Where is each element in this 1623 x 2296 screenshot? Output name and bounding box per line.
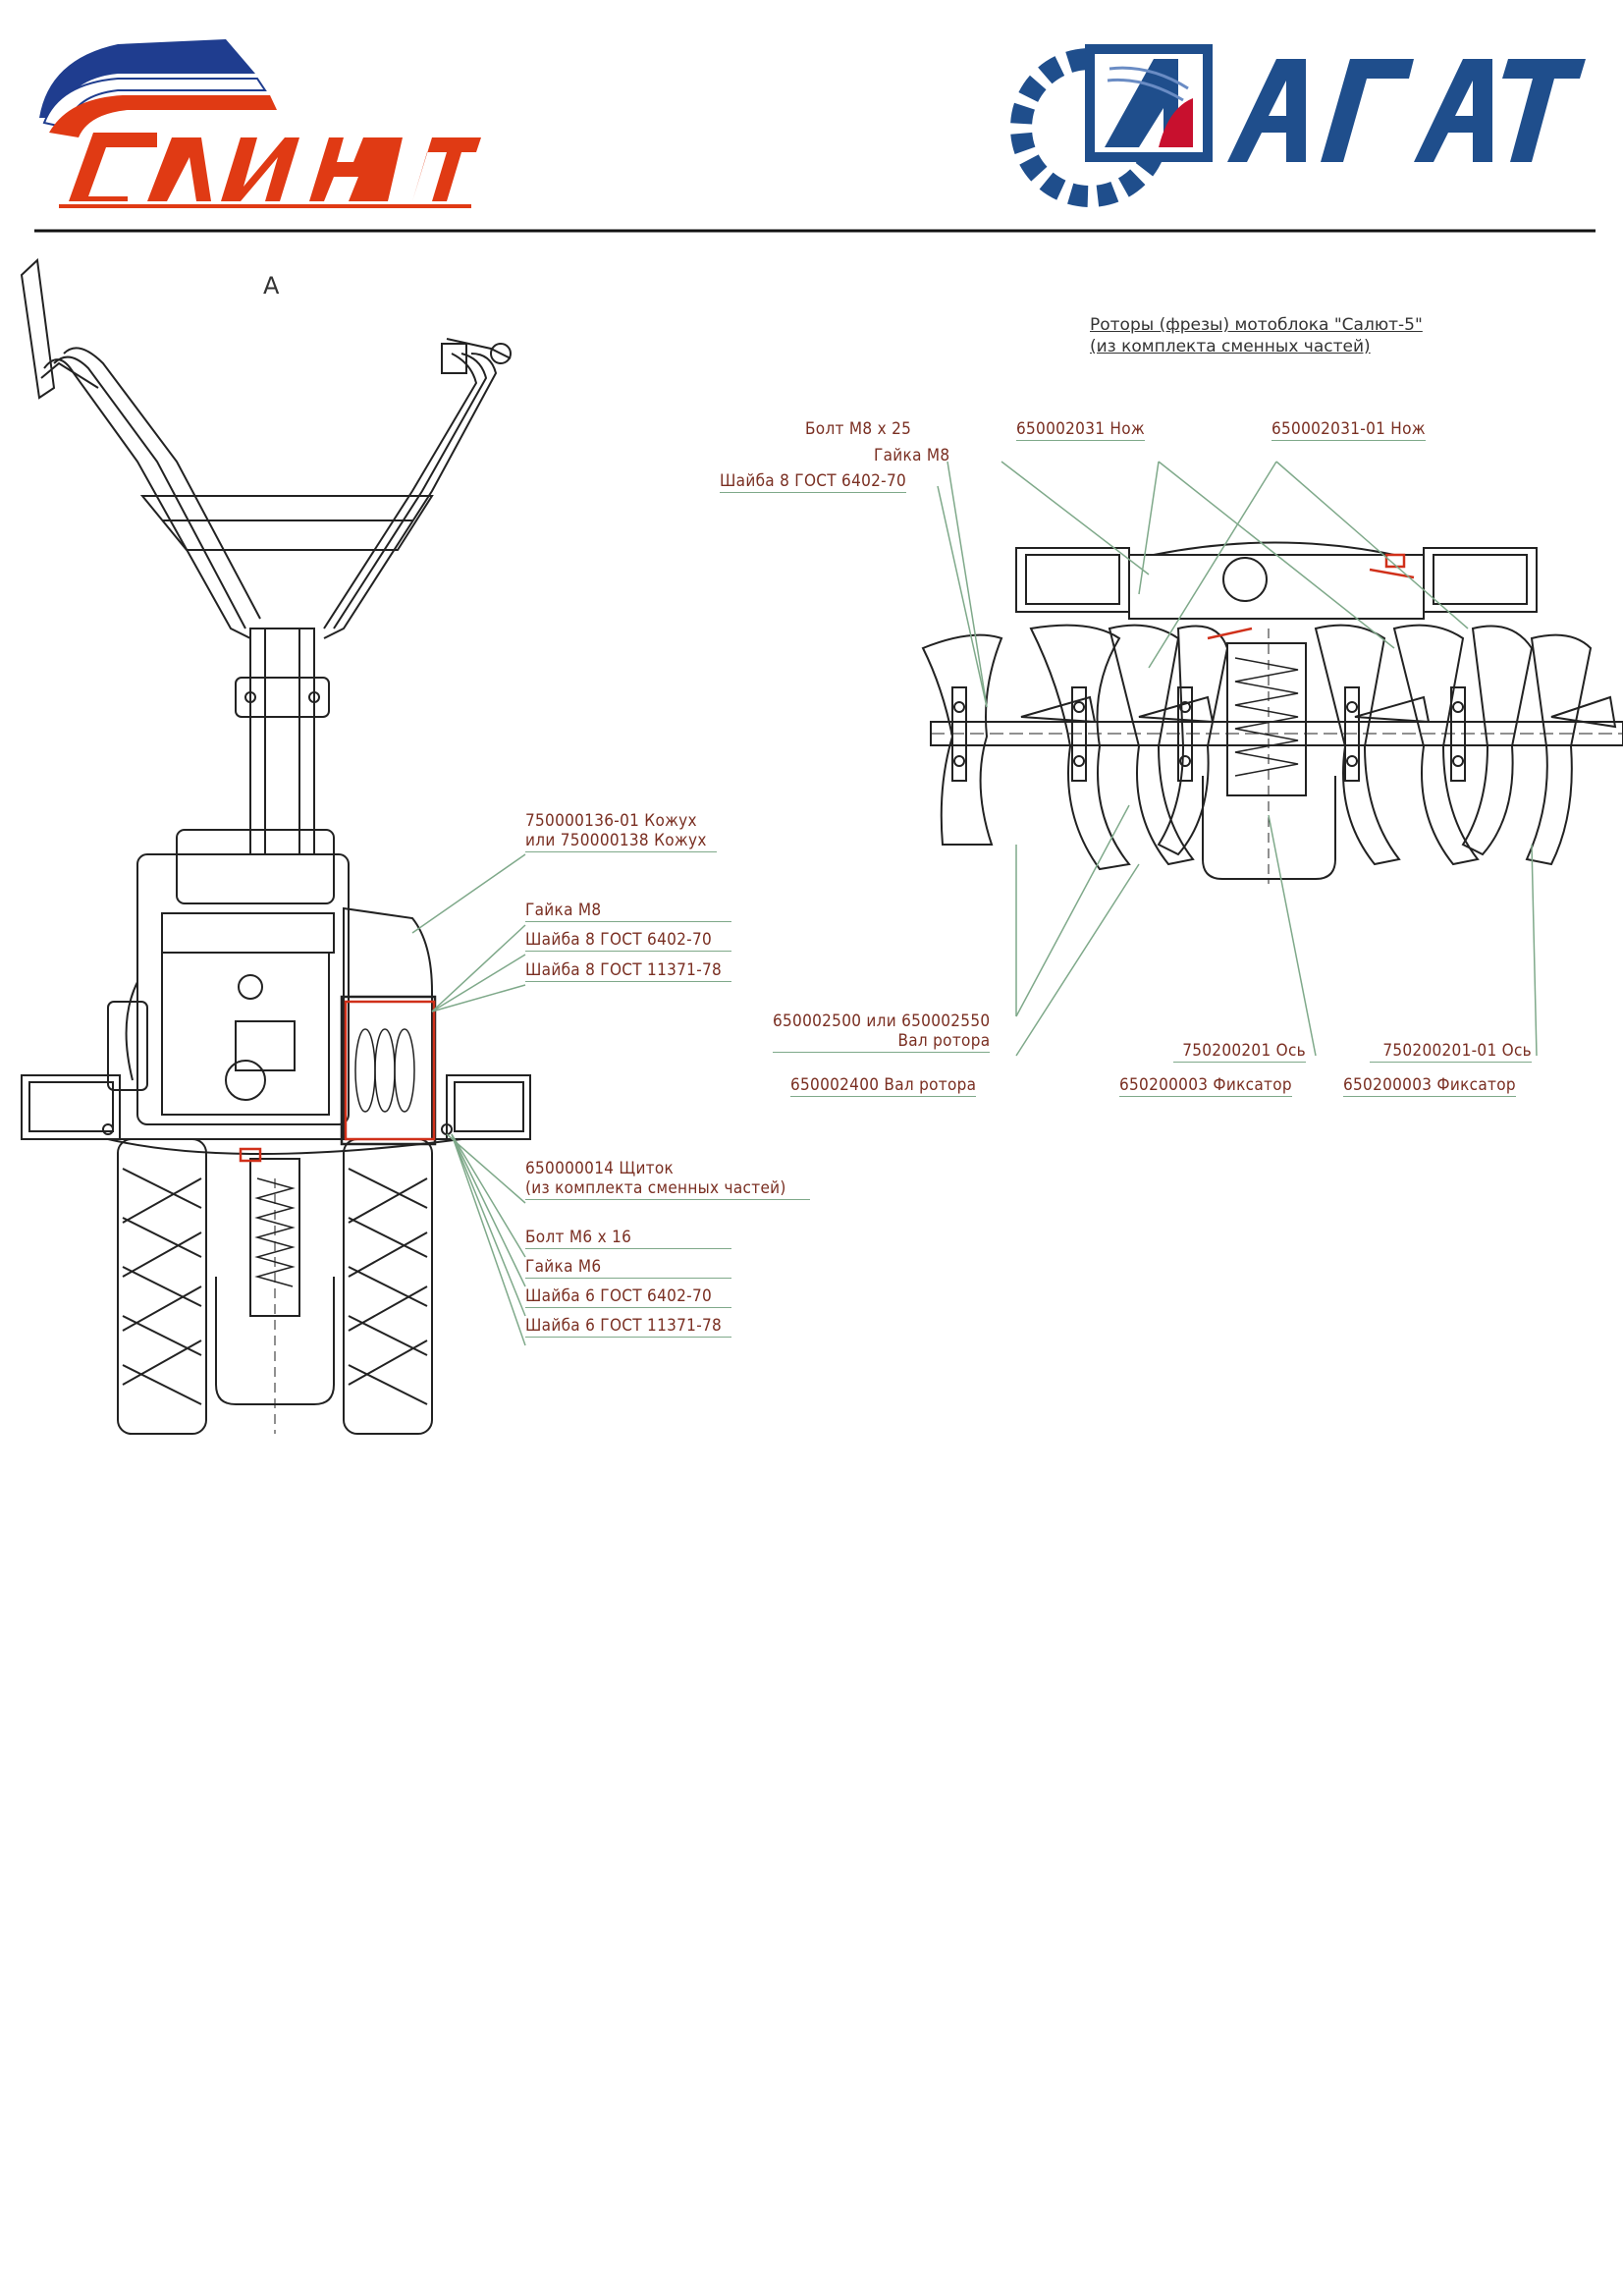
callout-kozhukh-line2: или 750000138 Кожух xyxy=(525,831,717,852)
highlight-shield xyxy=(239,1000,436,1163)
callout-shayba8-right: Шайба 8 ГОСТ 6402-70 xyxy=(720,471,907,493)
callout-kozhukh-line1: 750000136-01 Кожух xyxy=(525,811,697,831)
rotor-assembly xyxy=(921,541,1623,884)
left-leader-lines xyxy=(411,853,526,1346)
motoblock-front-view xyxy=(20,257,531,1435)
rotor-caption-line1: Роторы (фрезы) мотоблока "Салют-5" xyxy=(1090,315,1423,335)
callout-gaika-m8-right: Гайка М8 xyxy=(874,446,950,465)
callout-shayba8-6402-left: Шайба 8 ГОСТ 6402-70 xyxy=(525,930,731,952)
callout-os-1: 750200201 Ось xyxy=(1173,1041,1306,1063)
right-leader-lines xyxy=(937,461,1538,1057)
callout-nozh-2: 650002031-01 Нож xyxy=(1271,419,1426,441)
callout-shchitok-line2: (из комплекта сменных частей) xyxy=(525,1178,810,1200)
callout-fiksator-1: 650200003 Фиксатор xyxy=(1119,1075,1292,1097)
callout-shchitok-line1: 650000014 Щиток xyxy=(525,1159,675,1178)
right-wheel xyxy=(343,1138,433,1435)
callout-gaika-m6: Гайка М6 xyxy=(525,1257,731,1279)
callout-bolt-m6: Болт М6 х 16 xyxy=(525,1228,731,1249)
callout-val-1-line2: Вал ротора xyxy=(773,1031,991,1053)
callout-nozh-1: 650002031 Нож xyxy=(1016,419,1145,441)
rotor-caption-line2: (из комплекта сменных частей) xyxy=(1090,337,1371,356)
callout-kozhukh: 750000136-01 Кожух или 750000138 Кожух xyxy=(525,811,717,852)
callout-shayba8-11371-left: Шайба 8 ГОСТ 11371-78 xyxy=(525,960,731,982)
callout-fiksator-2: 650200003 Фиксатор xyxy=(1343,1075,1516,1097)
callout-val-2: 650002400 Вал ротора xyxy=(790,1075,977,1097)
left-wheel xyxy=(117,1138,207,1435)
salyut-logo xyxy=(39,39,481,208)
callout-shayba6-6402: Шайба 6 ГОСТ 6402-70 xyxy=(525,1286,731,1308)
callout-bolt-m8: Болт М8 х 25 xyxy=(805,419,912,439)
callout-shchitok: 650000014 Щиток (из комплекта сменных ча… xyxy=(525,1159,810,1200)
callout-os-2: 750200201-01 Ось xyxy=(1370,1041,1532,1063)
callout-gaika-m8-left: Гайка М8 xyxy=(525,901,731,922)
callout-val-1: 650002500 или 650002550 Вал ротора xyxy=(773,1011,991,1053)
callout-shayba6-11371: Шайба 6 ГОСТ 11371-78 xyxy=(525,1316,731,1338)
callout-val-1-line1: 650002500 или 650002550 xyxy=(773,1011,991,1031)
rotor-caption: Роторы (фрезы) мотоблока "Салют-5" (из к… xyxy=(1090,314,1423,357)
view-label-a: А xyxy=(263,272,280,300)
highlight-rotor xyxy=(1207,553,1415,640)
agat-logo xyxy=(1010,44,1586,207)
